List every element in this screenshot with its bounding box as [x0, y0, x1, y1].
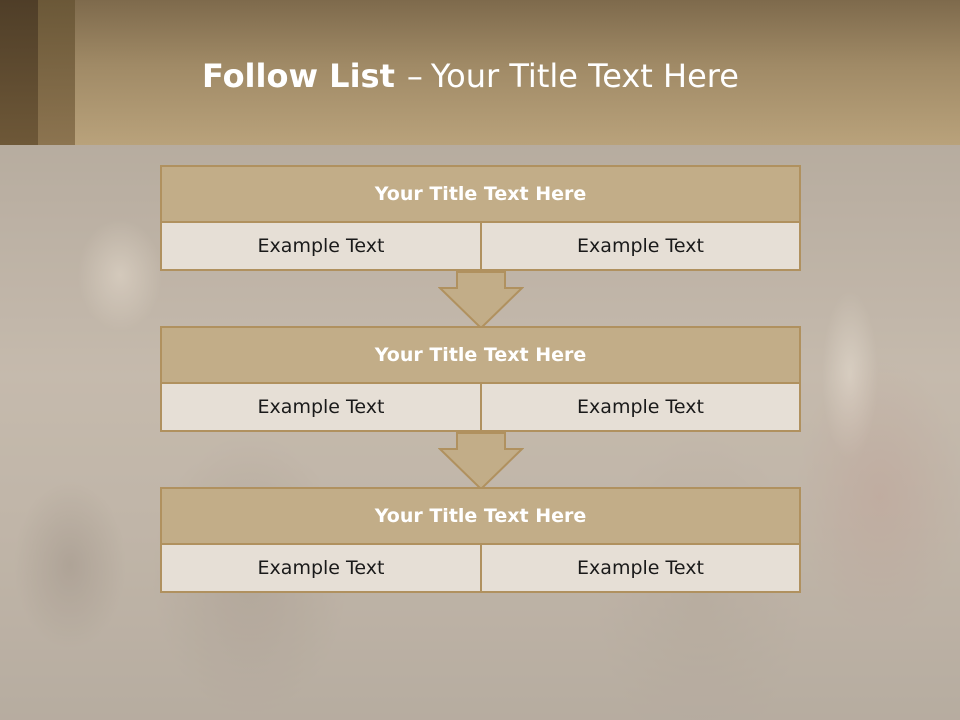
- header-band: [0, 0, 960, 145]
- step-box-2: Your Title Text Here Example Text Exampl…: [160, 326, 801, 432]
- slide-title-separator: –: [406, 57, 423, 95]
- step-title: Your Title Text Here: [162, 328, 799, 384]
- step-title: Your Title Text Here: [162, 167, 799, 223]
- step-right-text: Example Text: [482, 384, 799, 430]
- down-arrow-icon: [438, 432, 524, 491]
- header-stripe: [0, 0, 38, 145]
- step-box-1: Your Title Text Here Example Text Exampl…: [160, 165, 801, 271]
- slide-title: Follow List–Your Title Text Here: [202, 52, 739, 100]
- slide-title-bold: Follow List: [202, 57, 395, 95]
- step-title: Your Title Text Here: [162, 489, 799, 545]
- step-left-text: Example Text: [162, 545, 482, 591]
- step-left-text: Example Text: [162, 384, 482, 430]
- step-right-text: Example Text: [482, 223, 799, 269]
- step-right-text: Example Text: [482, 545, 799, 591]
- header-stripe: [38, 0, 75, 145]
- step-left-text: Example Text: [162, 223, 482, 269]
- slide-title-rest: Your Title Text Here: [430, 57, 739, 95]
- down-arrow-icon: [438, 271, 524, 330]
- step-box-3: Your Title Text Here Example Text Exampl…: [160, 487, 801, 593]
